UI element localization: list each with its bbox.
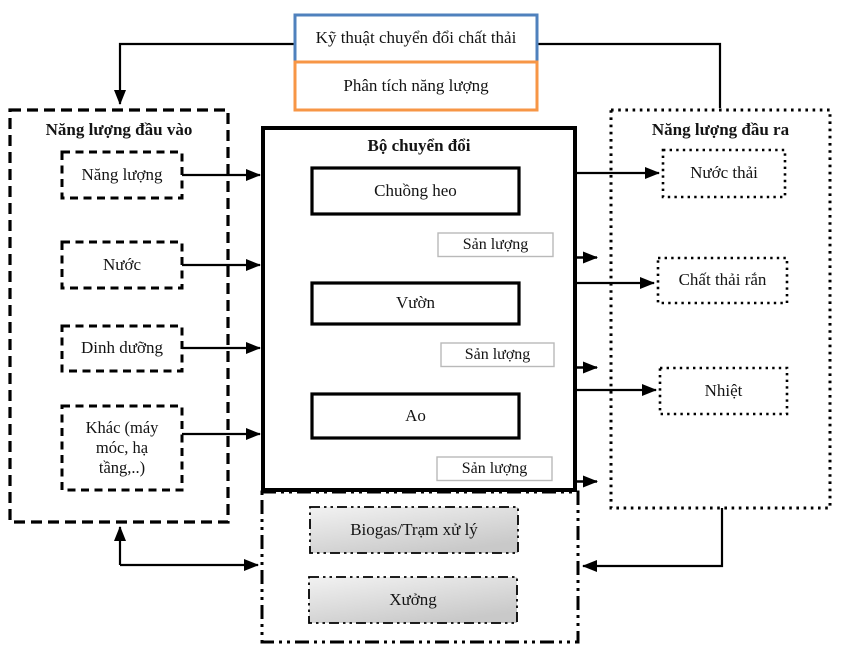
bottom-box-biogas [309, 506, 519, 554]
yield-box-2 [440, 342, 555, 368]
unit-box-pond [310, 392, 521, 440]
input-box-water [60, 240, 184, 290]
output-box-wastewater [661, 148, 787, 199]
unit-box-pigpen [310, 166, 521, 216]
input-box-nutrient [60, 324, 184, 373]
yield-box-3 [436, 456, 553, 482]
bottom-panel-border [260, 490, 580, 644]
connector-technique-to-output [537, 42, 722, 108]
output-panel-border [609, 108, 832, 510]
analysis-box [293, 60, 539, 112]
connector-technique-to-input [114, 42, 295, 105]
unit-box-garden [310, 281, 521, 326]
input-panel-border [8, 108, 230, 524]
bottom-box-workshop [308, 576, 518, 624]
output-box-heat [658, 366, 789, 416]
input-box-other [60, 404, 184, 492]
yield-box-1 [437, 232, 554, 258]
technique-box [293, 13, 539, 64]
output-box-solidwaste [656, 256, 789, 305]
connector-output-to-bottom [582, 508, 724, 572]
input-box-energy [60, 150, 184, 200]
